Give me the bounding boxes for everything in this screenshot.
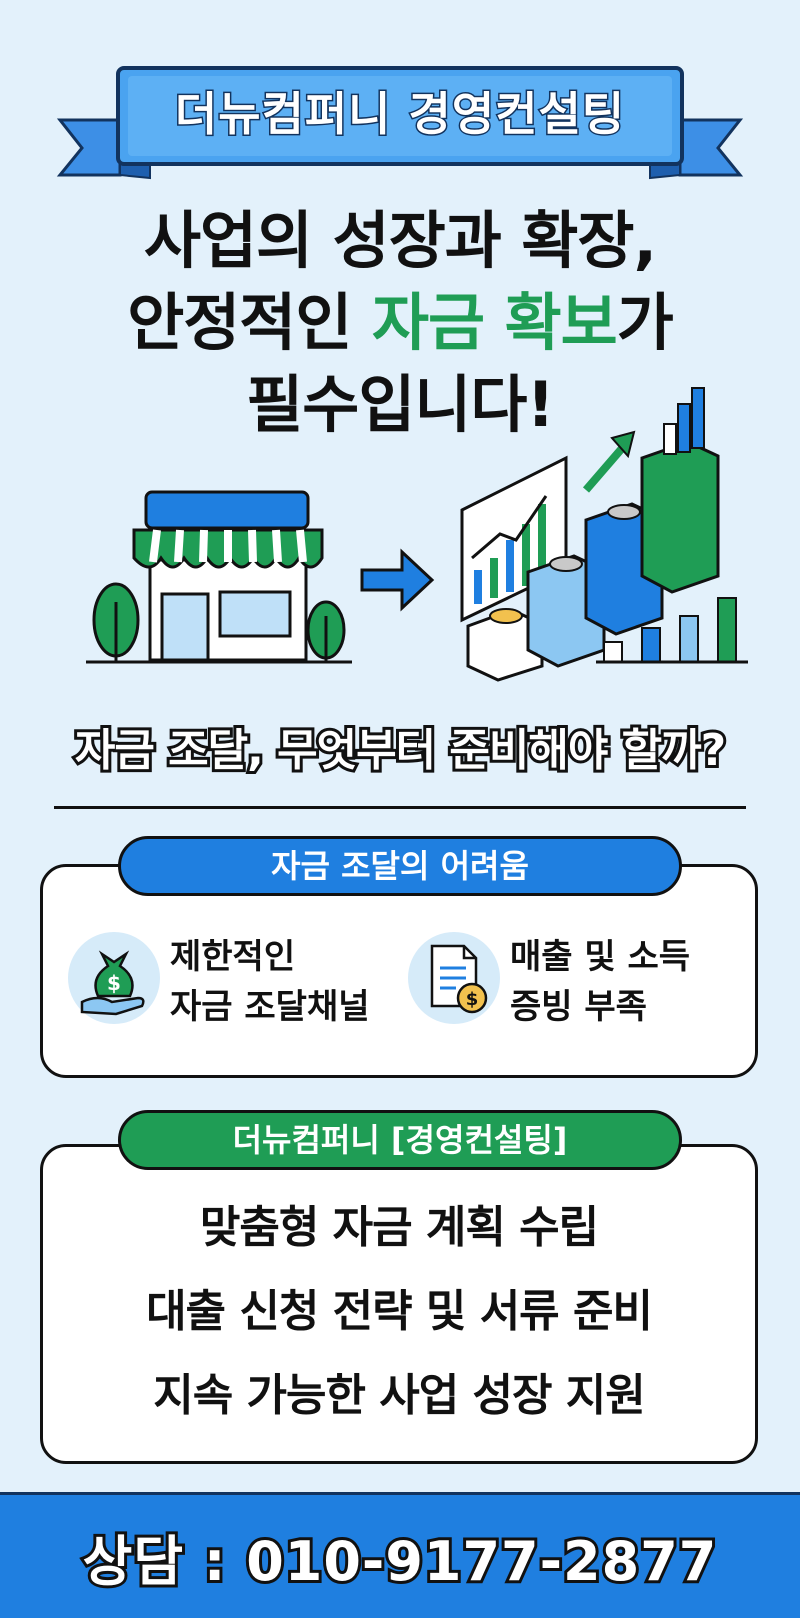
ribbon-banner: 더뉴컴퍼니 경영컨설팅 [0,60,800,200]
tree-icon [92,582,346,662]
solution-item: 지속 가능한 사업 성장 지원 [153,1370,646,1421]
difficulties-card [40,864,758,1078]
feature-text: 제한적인 자금 조달채널 [170,932,370,1032]
growth-arrow-icon [582,430,636,493]
headline-line-1: 사업의 성장과 확장, [143,204,657,277]
document-coin-icon: $ [408,932,500,1024]
stacked-cubes-icon [466,387,720,682]
headline-line-2-suffix: 가 [616,286,674,359]
question-heading: 자금 조달, 무엇부터 준비해야 할까? [72,722,729,779]
ribbon-shape [56,66,744,180]
ribbon-title: 더뉴컴퍼니 경영컨설팅 [173,86,626,143]
feature-line-2: 증빙 부족 [510,987,647,1027]
feature-lacking-proof: $ 매출 및 소득 증빙 부족 [408,932,738,1042]
feature-line-1: 제한적인 [170,937,296,977]
money-bag-hand-icon: $ [68,932,160,1024]
feature-line-1: 매출 및 소득 [510,937,691,977]
headline-highlight: 자금 확보 [371,286,618,359]
solutions-title: 더뉴컴퍼니 [경영컨설팅] [118,1110,682,1170]
divider [54,806,746,809]
contact-phone[interactable]: 상담 : 010-9177-2877 [80,1527,720,1596]
headline-line-3: 필수입니다! [246,368,554,441]
solution-item: 맞춤형 자금 계획 수립 [199,1202,599,1253]
feature-text: 매출 및 소득 증빙 부족 [510,932,690,1032]
feature-line-2: 자금 조달채널 [170,987,370,1027]
svg-text:$: $ [466,989,479,1010]
svg-text:$: $ [107,971,121,995]
headline: 사업의 성장과 확장, 안정적인 자금 확보가 필수입니다! [0,200,800,446]
solution-item: 대출 신청 전략 및 서류 준비 [146,1286,653,1337]
feature-limited-channels: $ 제한적인 자금 조달채널 [68,932,398,1042]
growth-illustration [86,387,748,682]
difficulties-title: 자금 조달의 어려움 [118,836,682,896]
arrow-right-icon [360,548,435,612]
store-icon [86,490,352,664]
solutions-list: 맞춤형 자금 계획 수립 대출 신청 전략 및 서류 준비 지속 가능한 사업 … [40,1186,758,1438]
headline-line-2: 안정적인 자금 확보가 [0,282,800,364]
contact-footer: 상담 : 010-9177-2877 [0,1492,800,1618]
bar-graph-icon [596,597,748,664]
headline-line-2-prefix: 안정적인 [127,286,372,359]
